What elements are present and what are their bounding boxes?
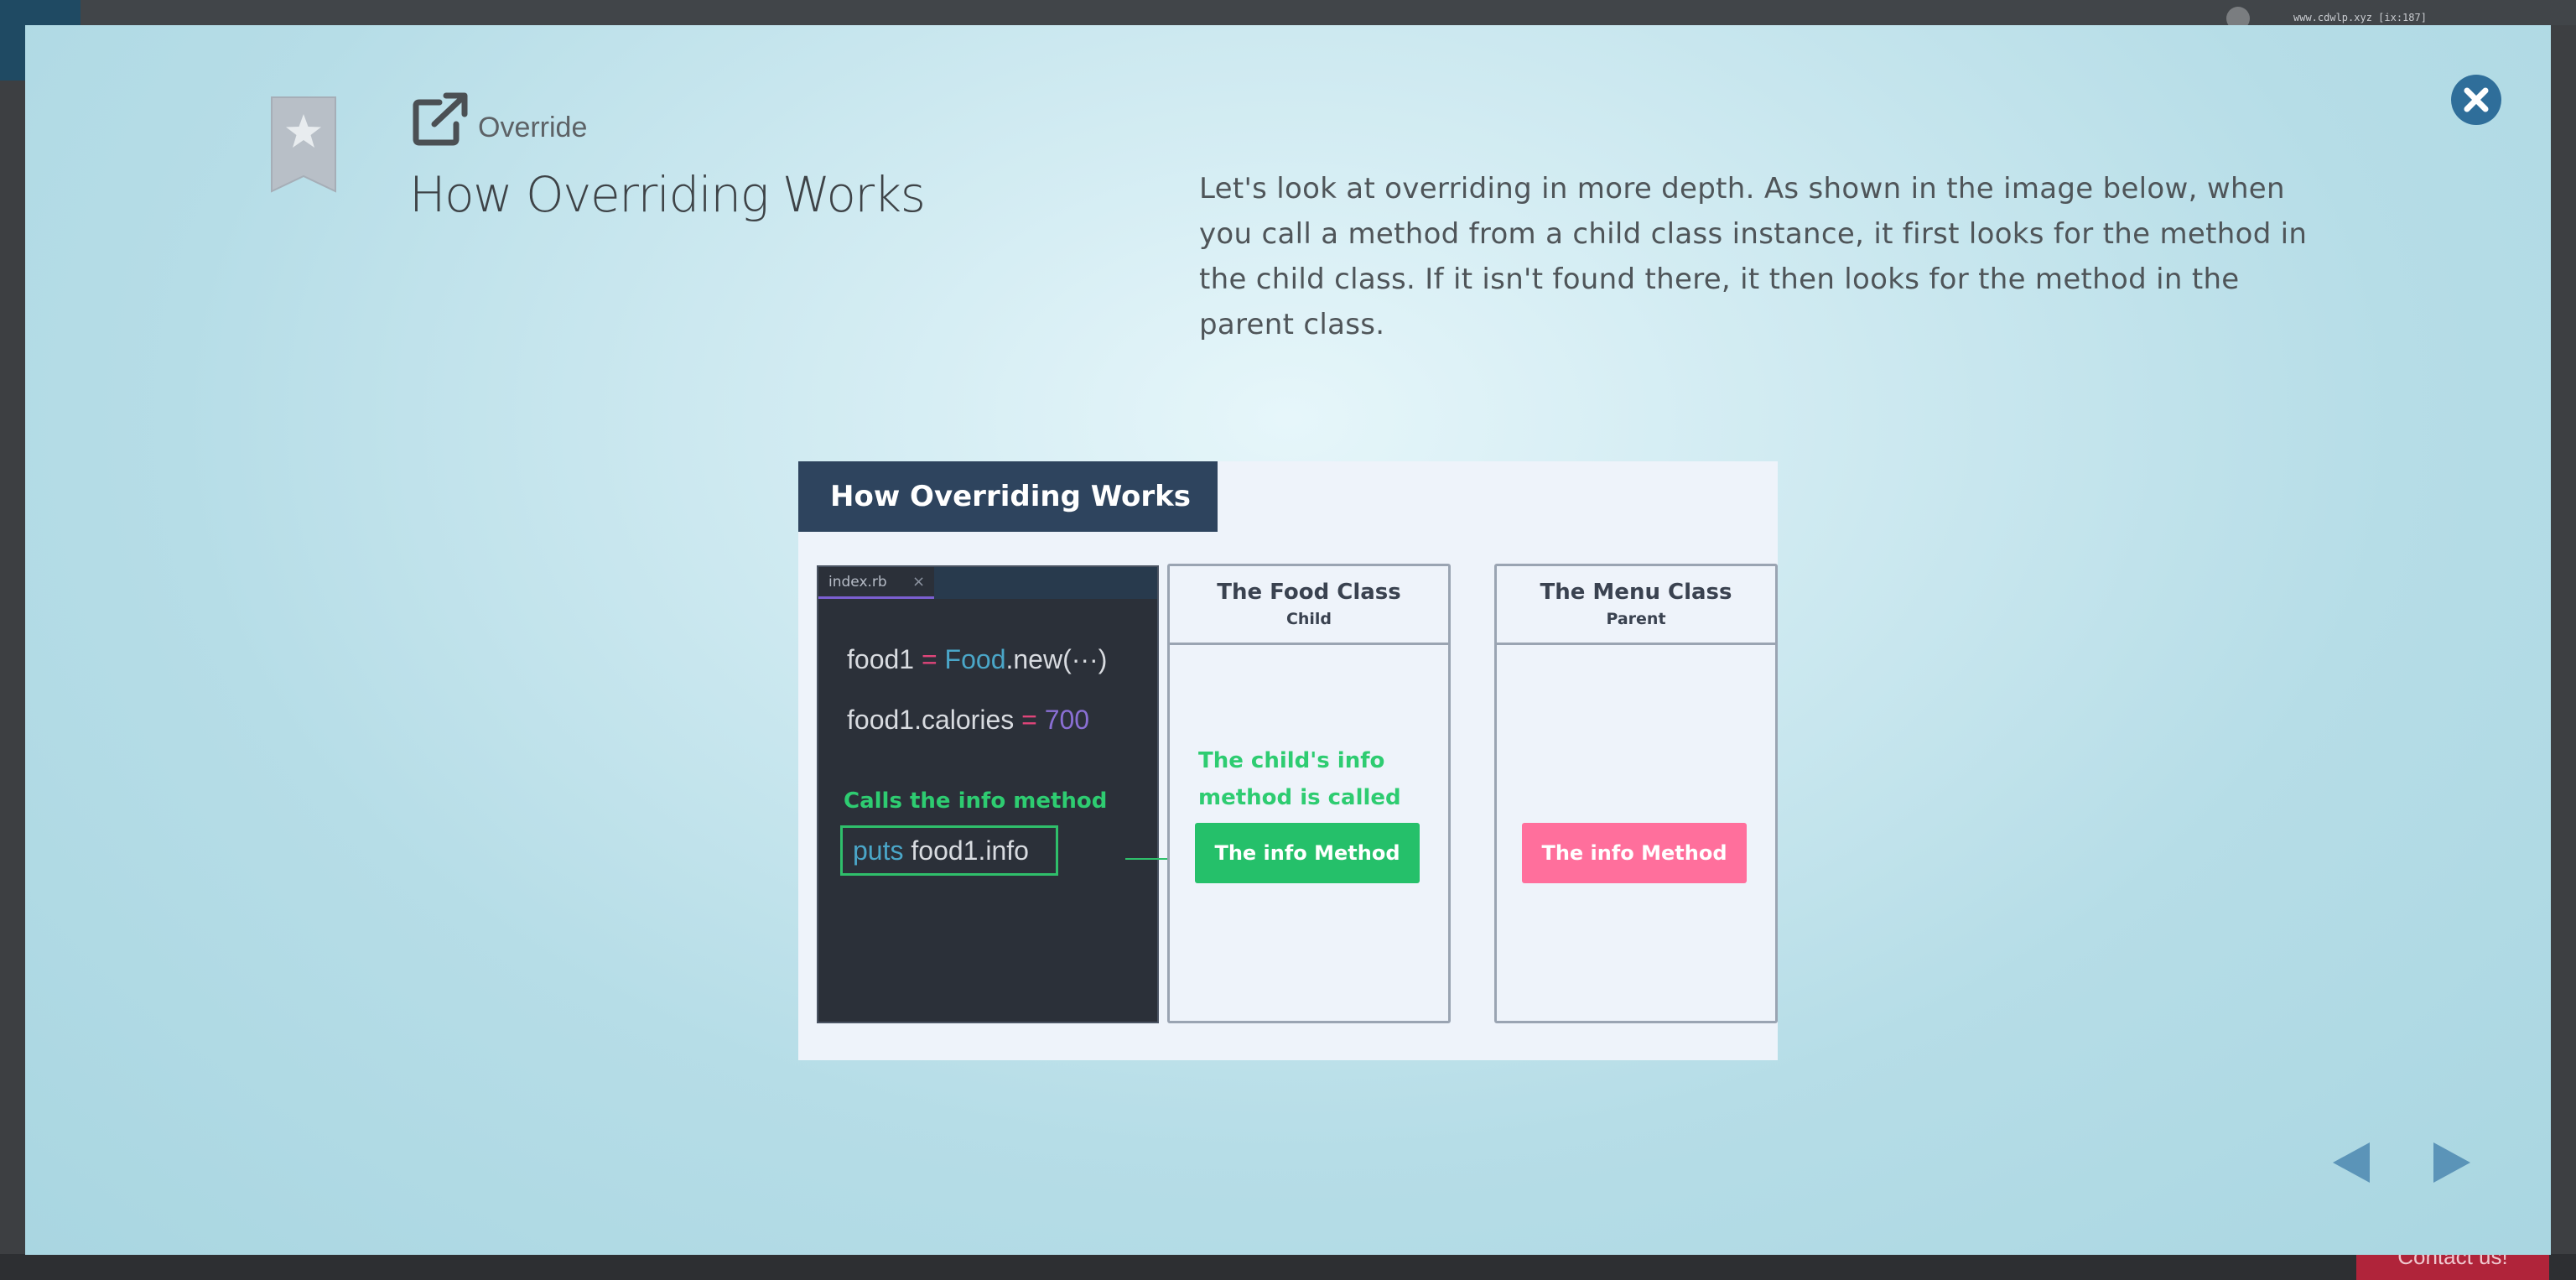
food-class-name: The Food Class bbox=[1217, 580, 1401, 605]
code-call: .new(···) bbox=[1005, 644, 1108, 674]
code-line-1: food1 = Food.new(···) bbox=[847, 644, 1107, 675]
background-topbar bbox=[0, 0, 2576, 25]
code-editor: index.rb × food1 = Food.new(···) food1.c… bbox=[817, 565, 1159, 1023]
code-class-name: Food bbox=[944, 644, 1006, 674]
menu-class-role: Parent bbox=[1606, 610, 1666, 628]
food-class-header: The Food Class Child bbox=[1170, 566, 1448, 645]
figure-title-bar: How Overriding Works bbox=[798, 461, 1218, 532]
background-bottombar bbox=[0, 1254, 2576, 1280]
lesson-topic-label: Override bbox=[478, 112, 588, 143]
food-class-panel: The Food Class Child The child's info me… bbox=[1167, 564, 1451, 1023]
diagram-figure: How Overriding Works index.rb × food1 = … bbox=[798, 461, 1778, 1060]
close-icon[interactable] bbox=[2450, 74, 2502, 126]
lesson-topic: Override bbox=[411, 91, 587, 146]
menu-class-panel: The Menu Class Parent The info Method bbox=[1494, 564, 1778, 1023]
method-call-text: puts food1.info bbox=[853, 835, 1029, 866]
code-call-expr: food1.info bbox=[911, 835, 1029, 866]
prev-arrow-icon[interactable] bbox=[2329, 1139, 2373, 1186]
slide-modal: Override How Overriding Works Let's look… bbox=[25, 25, 2551, 1255]
menu-info-method: The info Method bbox=[1522, 823, 1747, 883]
code-var: food1 bbox=[847, 644, 915, 674]
editor-tabbar: index.rb × bbox=[818, 567, 1157, 599]
background-url-text: www.cdwlp.xyz [ix:187] bbox=[2293, 12, 2427, 23]
method-call-highlight: puts food1.info bbox=[840, 825, 1058, 876]
figure-title: How Overriding Works bbox=[830, 480, 1192, 513]
next-arrow-icon[interactable] bbox=[2430, 1139, 2474, 1186]
code-number: 700 bbox=[1044, 705, 1090, 735]
menu-class-name: The Menu Class bbox=[1540, 580, 1732, 605]
lesson-description: Let's look at overriding in more depth. … bbox=[1199, 172, 2308, 341]
editor-tab: index.rb × bbox=[818, 567, 934, 599]
code-keyword: puts bbox=[853, 835, 904, 866]
code-operator: = bbox=[1021, 705, 1037, 735]
external-link-icon bbox=[411, 91, 470, 146]
code-line-2: food1.calories = 700 bbox=[847, 705, 1089, 736]
bookmark-star-icon[interactable] bbox=[268, 96, 339, 195]
food-class-role: Child bbox=[1285, 610, 1332, 628]
code-operator: = bbox=[921, 644, 937, 674]
tab-close-icon: × bbox=[912, 573, 926, 591]
menu-class-header: The Menu Class Parent bbox=[1497, 566, 1775, 645]
food-info-method: The info Method bbox=[1195, 823, 1420, 883]
editor-tab-name: index.rb bbox=[828, 574, 887, 591]
code-expr: food1.calories bbox=[847, 705, 1015, 735]
page-title: How Overriding Works bbox=[409, 166, 926, 223]
child-method-note: The child's info method is called bbox=[1198, 748, 1401, 810]
code-annotation: Calls the info method bbox=[844, 788, 1108, 814]
